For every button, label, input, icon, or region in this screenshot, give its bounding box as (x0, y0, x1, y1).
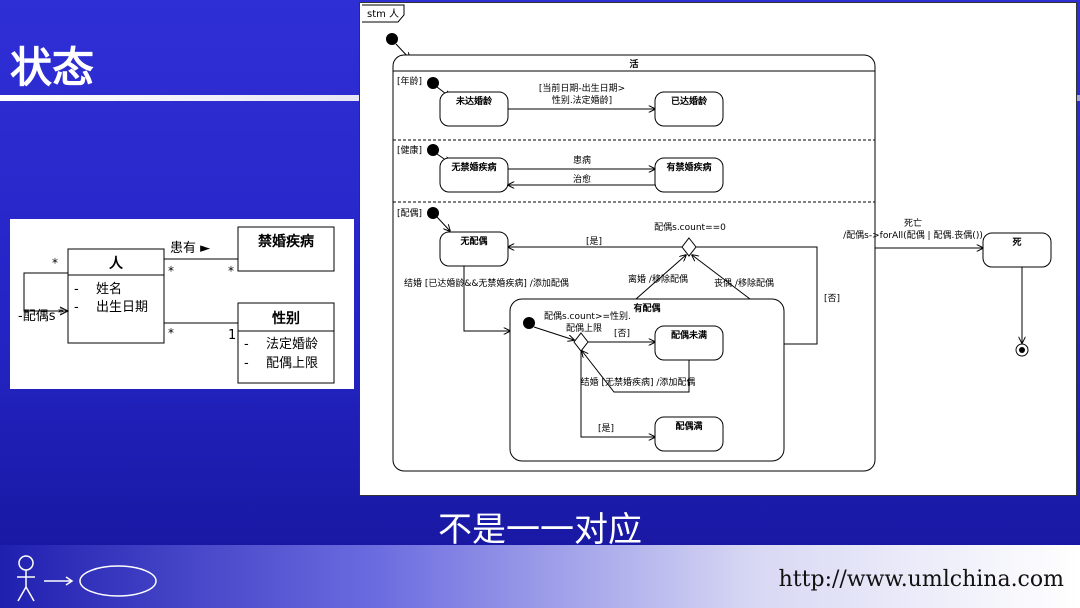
class-gender-attr-dash: - (244, 356, 249, 371)
class-diagram: 人 - 姓名 - 出生日期 禁婚疾病 性别 - 法定婚龄 - 配偶上限 (18, 226, 335, 384)
state-of-age-name: 已达婚龄 (671, 95, 708, 107)
class-disease-name: 禁婚疾病 (258, 233, 314, 250)
transition-label: /配偶s->forAll(配偶 | 配偶.丧偶()) (843, 229, 983, 241)
state-not-full-name: 配偶未满 (671, 329, 707, 341)
transition-label: 治愈 (573, 173, 591, 185)
class-person-attr-birthdate: 出生日期 (96, 300, 148, 315)
guard-label: [否] (824, 293, 840, 304)
guard-label: [是] (598, 423, 614, 434)
class-gender-attr-spouse-limit: 配偶上限 (266, 356, 318, 371)
class-disease: 禁婚疾病 (237, 226, 335, 272)
transition-label: 结婚 [无禁婚疾病] /添加配偶 (581, 376, 696, 388)
slide-title: 状态 (10, 43, 95, 92)
class-person-attr-dash: - (74, 282, 79, 297)
state-no-disease (439, 157, 509, 193)
transition-label: 结婚 [已达婚龄&&无禁婚疾病] /添加配偶 (404, 277, 569, 289)
guard-label: 配偶上限 (566, 322, 602, 334)
transition-label: 丧偶 /移除配偶 (714, 277, 774, 289)
state-disease-name: 有禁婚疾病 (666, 161, 711, 173)
multiplicity: * (52, 256, 58, 270)
transition-label: 死亡 (904, 217, 922, 229)
association-has-disease: 患有 ► * * (164, 241, 238, 278)
multiplicity: 1 (228, 328, 236, 343)
region-guard: [健康] (397, 144, 422, 156)
multiplicity: * (228, 264, 234, 278)
guard-label: [是] (586, 236, 602, 247)
class-gender-name: 性别 (272, 310, 300, 327)
guard-label: 配偶s.count==0 (654, 221, 726, 233)
association-spouse-self: * -配偶s * (18, 256, 70, 324)
composite-state-has-spouse: 有配偶 配偶s.count>=性别. 配偶上限 配偶未满 [否] 结婚 [无禁婚… (509, 298, 785, 462)
class-person-name: 人 (109, 255, 124, 272)
state-machine-diagram: stm 人 活 [年龄] 未达婚龄 已达婚龄 (362, 4, 1052, 472)
state-no-spouse-name: 无配偶 (459, 235, 487, 247)
svg-text:stm 人: stm 人 (367, 8, 399, 20)
class-person-attr-name: 姓名 (96, 281, 122, 297)
class-person-attr-dash: - (74, 300, 79, 315)
region-health: [健康] 无禁婚疾病 有禁婚疾病 患病 治愈 (397, 144, 724, 193)
association-gender: * 1 (164, 322, 238, 343)
state-underage-name: 未达婚龄 (455, 95, 493, 107)
state-no-disease-name: 无禁婚疾病 (450, 161, 496, 173)
state-machine-panel: stm 人 活 [年龄] 未达婚龄 已达婚龄 (359, 2, 1077, 496)
transition-label: 性别.法定婚龄] (552, 94, 612, 106)
region-spouse: [配偶] 无配偶 配偶s.count==0 [是] [否] 离婚 /移除配偶 丧… (397, 207, 840, 462)
multiplicity: * (58, 306, 64, 320)
class-diagram-panel: 人 - 姓名 - 出生日期 禁婚疾病 性别 - 法定婚龄 - 配偶上限 (10, 219, 354, 389)
class-gender: 性别 - 法定婚龄 - 配偶上限 (237, 302, 335, 384)
frame-label: stm 人 (362, 4, 405, 23)
guard-label: 配偶s.count>=性别. (544, 310, 631, 322)
choice-pseudostate (681, 237, 697, 257)
state-dead-group: 死亡 /配偶s->forAll(配偶 | 配偶.丧偶()) 死 (843, 217, 1052, 357)
multiplicity: * (168, 264, 174, 278)
region-age: [年龄] 未达婚龄 已达婚龄 [当前日期-出生日期> 性别.法定婚龄] (397, 75, 724, 127)
footer-url[interactable]: http://www.umlchina.com (778, 567, 1064, 592)
class-gender-attr-dash: - (244, 337, 249, 352)
class-person: 人 - 姓名 - 出生日期 (67, 248, 165, 344)
composite-state-alive-name: 活 (629, 58, 638, 70)
slide-caption: 不是一一对应 (438, 510, 642, 550)
actor-usecase-logo-icon (17, 555, 157, 602)
transition-label: 离婚 /移除配偶 (628, 273, 688, 285)
guard-label: [否] (614, 328, 630, 339)
region-guard: [配偶] (397, 207, 422, 219)
state-dead (982, 232, 1052, 268)
multiplicity: * (168, 326, 174, 340)
initial-pseudostate (386, 33, 398, 45)
state-full-name: 配偶满 (675, 420, 702, 432)
association-spouse-label: -配偶s (18, 309, 56, 324)
footer-bar: http://www.umlchina.com (0, 545, 1080, 608)
transition-label: [当前日期-出生日期> (539, 82, 625, 94)
association-has-label: 患有 ► (170, 241, 210, 256)
composite-state-has-spouse-name: 有配偶 (633, 302, 660, 314)
state-disease (654, 157, 724, 193)
class-gender-attr-legal-age: 法定婚龄 (266, 337, 318, 352)
transition-label: 患病 (573, 154, 591, 166)
state-dead-name: 死 (1011, 237, 1021, 248)
region-guard: [年龄] (397, 75, 422, 87)
